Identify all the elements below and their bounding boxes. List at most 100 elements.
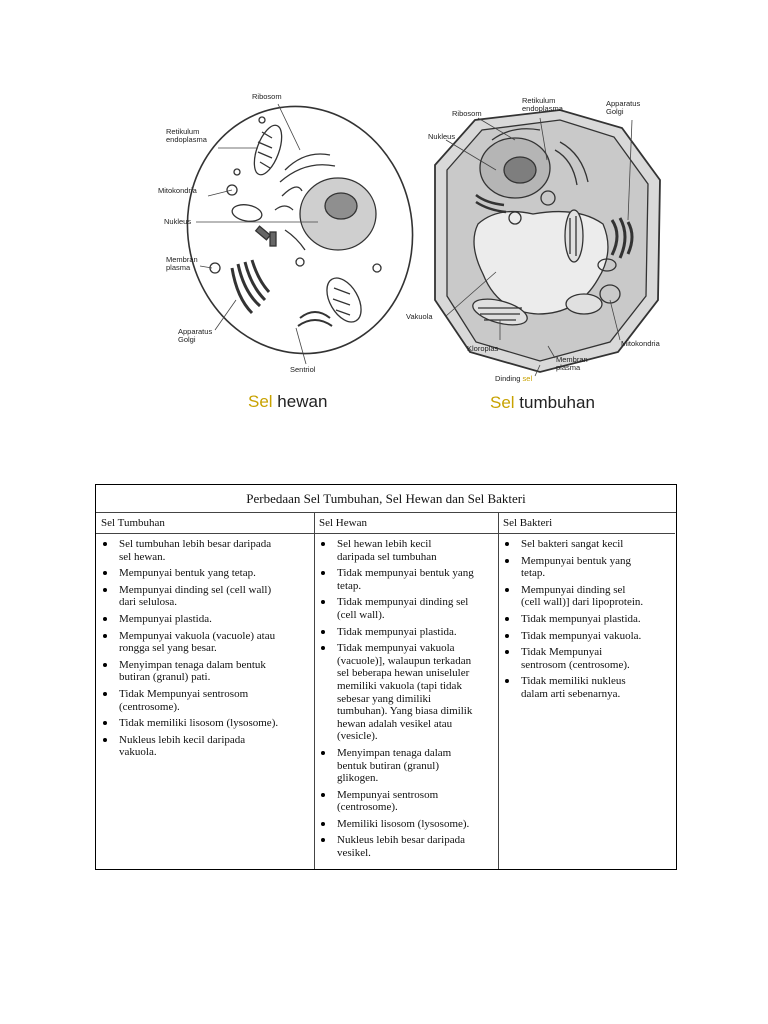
list-item: Mempunyai plastida.	[99, 613, 310, 626]
list-item-line: (cell wall).	[337, 609, 494, 622]
list-item: Tidak Mempunyaisentrosom (centrosome).	[501, 646, 671, 671]
list-item-line: Tidak memiliki lisosom (lysosome).	[119, 717, 310, 730]
list-item-line: (centrosome).	[337, 801, 494, 814]
column-tumbuhan: Sel tumbuhan lebih besar daripadasel hew…	[96, 534, 314, 869]
list-item-line: Mempunyai bentuk yang tetap.	[119, 567, 310, 580]
animal-er-lower	[298, 312, 332, 326]
list-item-line: sebesar yang dimiliki	[337, 693, 494, 706]
animal-caption-rest: hewan	[273, 392, 328, 411]
list-item-line: Nukleus lebih kecil daripada	[119, 734, 310, 747]
list-item-line: Tidak Mempunyai sentrosom	[119, 688, 310, 701]
list-item-line: Mempunyai vakuola (vacuole) atau	[119, 630, 310, 643]
animal-mito-cristae-1	[258, 132, 272, 168]
list-item-line: Tidak mempunyai vakuola.	[521, 630, 671, 643]
list-item-line: Mempunyai bentuk yang	[521, 555, 671, 568]
list-item-line: daripada sel tumbuhan	[337, 551, 494, 564]
list-item: Mempunyai sentrosom(centrosome).	[317, 789, 494, 814]
animal-label-sentriol: Sentriol	[290, 366, 315, 374]
plant-label-ribosom: Ribosom	[452, 110, 482, 118]
list-item-line: tetap.	[337, 580, 494, 593]
animal-mitochondrion-1	[249, 122, 287, 178]
animal-vesicle	[234, 169, 240, 175]
list-item: Mempunyai dinding sel (cell wall)dari se…	[99, 584, 310, 609]
list-item-line: Sel bakteri sangat kecil	[521, 538, 671, 551]
list-item-line: vakuola.	[119, 746, 310, 759]
list-item-line: sel hewan.	[119, 551, 310, 564]
plant-chloroplast-3	[566, 294, 602, 314]
list-item-line: (cell wall)] dari lipoprotein.	[521, 596, 671, 609]
animal-mito-cristae-2	[333, 288, 350, 315]
list-item-line: memiliki vakuola (tapi tidak	[337, 680, 494, 693]
list-item-line: Tidak mempunyai bentuk yang	[337, 567, 494, 580]
list-item-line: vesikel.	[337, 847, 494, 860]
list-item-line: rongga sel yang besar.	[119, 642, 310, 655]
plant-label-vakuola: Vakuola	[406, 313, 433, 321]
list-item-line: Nukleus lebih besar daripada	[337, 834, 494, 847]
list-item-line: (centrosome).	[119, 701, 310, 714]
animal-caption-sel: Sel	[248, 392, 273, 411]
animal-label-golgi: Apparatus Golgi	[178, 328, 212, 344]
animal-mitochondrion-2	[320, 272, 368, 328]
plant-label-nukleus: Nukleus	[428, 133, 455, 141]
list-item: Tidak Mempunyai sentrosom(centrosome).	[99, 688, 310, 713]
plant-cell-caption: Sel tumbuhan	[490, 393, 595, 413]
column-header-hewan: Sel Hewan	[314, 512, 498, 534]
list-tumbuhan: Sel tumbuhan lebih besar daripadasel hew…	[99, 538, 310, 759]
list-item: Tidak mempunyai vakuola.	[501, 630, 671, 643]
list-item-line: Sel hewan lebih kecil	[337, 538, 494, 551]
list-item-line: Tidak mempunyai plastida.	[337, 626, 494, 639]
list-item-line: Sel tumbuhan lebih besar daripada	[119, 538, 310, 551]
column-header-tumbuhan: Sel Tumbuhan	[96, 512, 314, 534]
animal-label-mitokondria: Mitokondria	[158, 187, 197, 195]
list-item-line: Mempunyai dinding sel	[521, 584, 671, 597]
list-item: Sel bakteri sangat kecil	[501, 538, 671, 551]
animal-vesicle	[373, 264, 381, 272]
plant-label-kloroplas: Kloroplas	[467, 345, 498, 353]
list-item-line: Tidak mempunyai vakuola	[337, 642, 494, 655]
list-item-line: Mempunyai dinding sel (cell wall)	[119, 584, 310, 597]
list-item-line: Menyimpan tenaga dalam bentuk	[119, 659, 310, 672]
animal-vesicle	[259, 117, 265, 123]
cell-diagram-illustration	[0, 0, 768, 430]
list-item-line: butiran (granul) pati.	[119, 671, 310, 684]
list-item-line: (vacuole)], walaupun terkadan	[337, 655, 494, 668]
plant-nucleolus	[504, 157, 536, 183]
plant-label-sel-highlight: sel	[523, 374, 533, 383]
list-item: Tidak memiliki lisosom (lysosome).	[99, 717, 310, 730]
plant-caption-rest: tumbuhan	[515, 393, 595, 412]
list-item: Mempunyai bentuk yang tetap.	[99, 567, 310, 580]
column-header-bakteri: Sel Bakteri	[498, 512, 675, 534]
animal-label-membran: Membran plasma	[166, 256, 198, 272]
list-item-line: Tidak Mempunyai	[521, 646, 671, 659]
list-item-line: Tidak mempunyai dinding sel	[337, 596, 494, 609]
plant-label-mitokondria: Mitokondria	[621, 340, 660, 348]
plant-label-dinding-sel: Dinding sel	[495, 375, 532, 383]
cell-diagram-figure: Ribosom Retikulum endoplasma Mitokondria…	[0, 0, 768, 430]
plant-label-retikulum: Retikulum endoplasma	[522, 97, 563, 113]
comparison-table: Perbedaan Sel Tumbuhan, Sel Hewan dan Se…	[95, 484, 677, 870]
list-item: Tidak mempunyai vakuola(vacuole)], walau…	[317, 642, 494, 743]
list-item: Mempunyai dinding sel(cell wall)] dari l…	[501, 584, 671, 609]
list-item: Tidak mempunyai plastida.	[501, 613, 671, 626]
animal-centriole-2	[270, 232, 276, 246]
animal-mitochondrion-3	[231, 203, 263, 224]
table-title: Perbedaan Sel Tumbuhan, Sel Hewan dan Se…	[96, 485, 676, 513]
list-item: Nukleus lebih kecil daripadavakuola.	[99, 734, 310, 759]
animal-centriole-1	[256, 226, 271, 240]
list-item-line: Tidak memiliki nukleus	[521, 675, 671, 688]
animal-label-nukleus: Nukleus	[164, 218, 191, 226]
animal-label-retikulum: Retikulum endoplasma	[166, 128, 207, 144]
list-item-line: sel beberapa hewan uniseluler	[337, 667, 494, 680]
list-item-line: Mempunyai sentrosom	[337, 789, 494, 802]
list-item-line: Mempunyai plastida.	[119, 613, 310, 626]
animal-vesicle	[296, 258, 304, 266]
